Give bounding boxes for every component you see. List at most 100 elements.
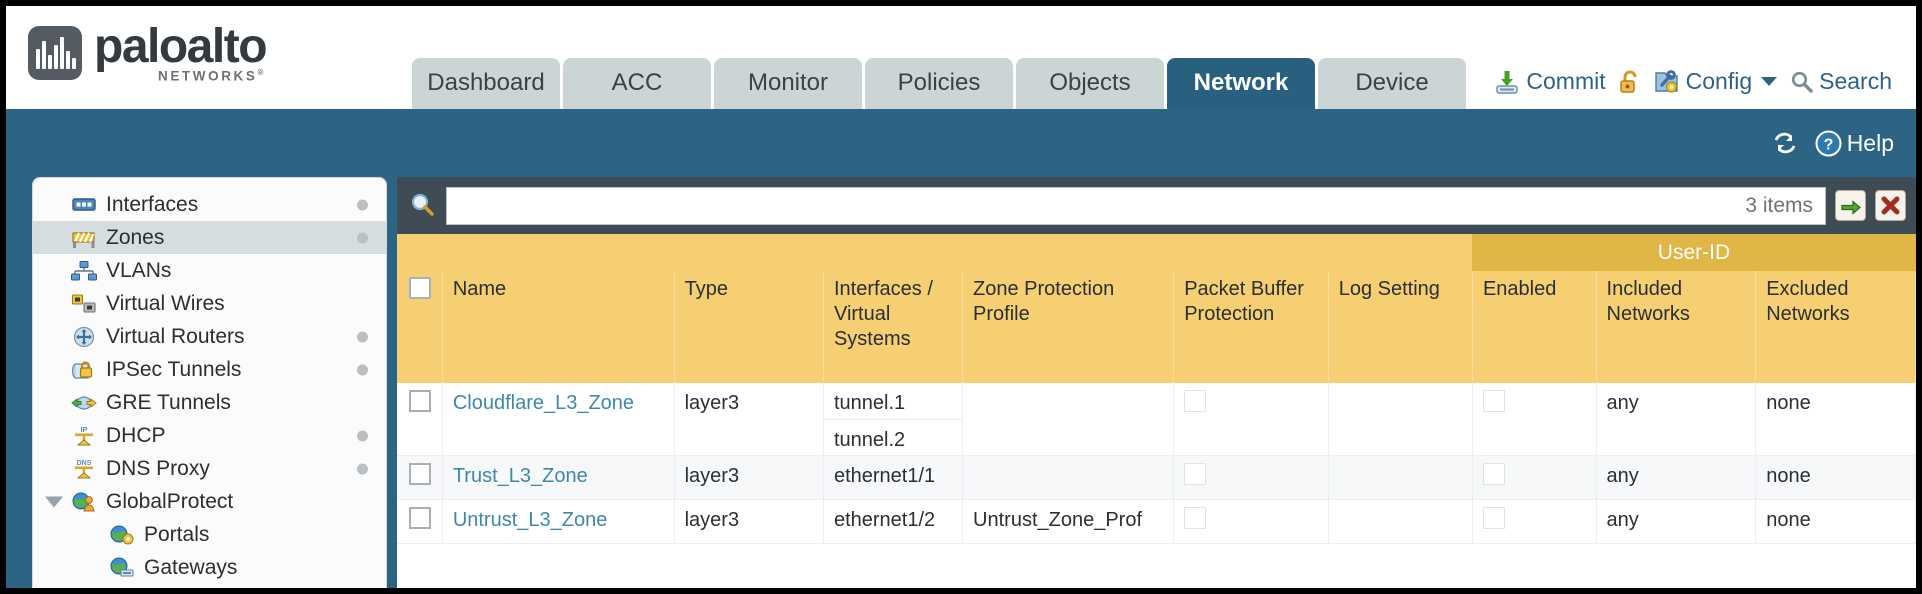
clear-filter-button[interactable] (1875, 190, 1906, 221)
sidebar-item-interfaces[interactable]: Interfaces (33, 188, 386, 221)
sidebar-item-label: Virtual Routers (106, 324, 245, 348)
sidebar-item-ipsec-tunnels[interactable]: IPSec Tunnels (33, 353, 386, 386)
sidebar-item-virtual-routers[interactable]: Virtual Routers (33, 320, 386, 353)
sidebar-item-label: Interfaces (106, 192, 199, 216)
content-panel: 3 items (397, 177, 1916, 588)
search-input[interactable]: 3 items (446, 186, 1826, 225)
tab-device[interactable]: Device (1318, 58, 1466, 109)
zones-icon (71, 227, 97, 249)
cell-included-networks: any (1596, 383, 1757, 456)
sidebar-item-gateways[interactable]: Gateways (33, 551, 386, 584)
col-included-networks[interactable]: Included Networks (1596, 271, 1757, 383)
tab-policies[interactable]: Policies (865, 58, 1013, 109)
col-name[interactable]: Name (442, 271, 675, 383)
config-menu[interactable]: Config (1654, 68, 1778, 95)
table-row[interactable]: Untrust_L3_Zone layer3 ethernet1/2 Untru… (397, 499, 1916, 544)
chevron-down-icon (1761, 77, 1778, 86)
sidebar-item-label: IPSec Tunnels (106, 357, 242, 381)
vlans-icon (71, 260, 97, 282)
sidebar-item-label: DHCP (106, 423, 166, 447)
row-checkbox[interactable] (409, 507, 431, 529)
sidebar-item-gre-tunnels[interactable]: GRE Tunnels (33, 386, 386, 419)
dns-proxy-icon: DNS (71, 458, 97, 480)
group-header-userid: User-ID (1472, 234, 1916, 271)
col-interfaces[interactable]: Interfaces / Virtual Systems (823, 271, 964, 383)
commit-button[interactable]: Commit (1494, 68, 1606, 95)
sidebar-item-vlans[interactable]: VLANs (33, 254, 386, 287)
row-select-cell (397, 499, 443, 544)
table-header-row: Name Type Interfaces / Virtual Systems Z… (397, 271, 1916, 383)
table-row[interactable]: Trust_L3_Zone layer3 ethernet1/1 (397, 455, 1916, 500)
network-sidebar: Interfaces Zones (32, 177, 387, 588)
col-log-setting[interactable]: Log Setting (1328, 271, 1473, 383)
refresh-icon[interactable] (1771, 129, 1799, 157)
col-type[interactable]: Type (674, 271, 824, 383)
col-packet-buffer-protection[interactable]: Packet Buffer Protection (1173, 271, 1329, 383)
row-checkbox[interactable] (409, 463, 431, 485)
sidebar-item-virtual-wires[interactable]: Virtual Wires (33, 287, 386, 320)
search-icon (1790, 70, 1813, 93)
tab-dashboard[interactable]: Dashboard (412, 58, 560, 109)
row-select-cell (397, 455, 443, 500)
tab-objects[interactable]: Objects (1016, 58, 1164, 109)
sidebar-item-zones[interactable]: Zones (33, 221, 386, 254)
col-zone-protection-profile[interactable]: Zone Protection Profile (962, 271, 1175, 383)
tab-monitor[interactable]: Monitor (714, 58, 862, 109)
sidebar-item-label: GlobalProtect (106, 489, 234, 513)
status-dot (357, 232, 368, 243)
sidebar-item-label: VLANs (106, 258, 172, 282)
cell-interfaces: ethernet1/1 (823, 455, 964, 500)
commit-icon (1494, 69, 1520, 95)
cell-interfaces: tunnel.1 tunnel.2 (823, 383, 964, 456)
zone-name-link[interactable]: Cloudflare_L3_Zone (452, 392, 635, 414)
sidebar-item-dhcp[interactable]: IP DHCP (33, 419, 386, 452)
filter-bar: 3 items (397, 177, 1916, 234)
packet-buffer-protection-checkbox[interactable] (1184, 463, 1207, 485)
sidebar-item-globalprotect[interactable]: GlobalProtect (33, 485, 386, 518)
sidebar-item-label: DNS Proxy (106, 456, 210, 480)
zone-name-link[interactable]: Untrust_L3_Zone (452, 509, 608, 531)
cell-excluded-networks: none (1755, 455, 1916, 500)
apply-filter-button[interactable] (1835, 190, 1866, 221)
virtual-wires-icon (71, 293, 97, 315)
status-dot (357, 331, 368, 342)
row-checkbox[interactable] (409, 390, 431, 412)
userid-enabled-checkbox[interactable] (1482, 390, 1505, 412)
status-dot (357, 463, 368, 474)
portals-icon (109, 524, 135, 546)
main-body: Interfaces Zones (6, 177, 1916, 588)
cell-interfaces: ethernet1/2 (823, 499, 964, 544)
zone-name-link[interactable]: Trust_L3_Zone (452, 465, 588, 487)
col-userid-enabled[interactable]: Enabled (1472, 271, 1597, 383)
help-link[interactable]: ? Help (1815, 130, 1894, 157)
cell-name: Trust_L3_Zone (442, 455, 675, 500)
tab-acc[interactable]: ACC (563, 58, 711, 109)
items-count-label: 3 items (1745, 193, 1813, 217)
cell-name: Untrust_L3_Zone (442, 499, 675, 544)
svg-text:DNS: DNS (77, 460, 92, 467)
packet-buffer-protection-checkbox[interactable] (1184, 507, 1207, 529)
top-header: paloalto NETWORKS® Dashboard ACC Monitor… (6, 6, 1916, 109)
cell-name: Cloudflare_L3_Zone (442, 383, 675, 456)
unlock-button[interactable] (1619, 69, 1641, 95)
tab-network[interactable]: Network (1167, 58, 1315, 109)
sidebar-item-dns-proxy[interactable]: DNS DNS Proxy (33, 452, 386, 485)
sidebar-item-portals[interactable]: Portals (33, 518, 386, 551)
help-icon: ? (1815, 130, 1842, 157)
cell-packet-buffer-protection (1173, 499, 1329, 544)
search-filter-icon[interactable] (409, 192, 437, 220)
gre-tunnels-icon (71, 392, 97, 414)
userid-enabled-checkbox[interactable] (1482, 463, 1505, 485)
brand-logo: paloalto NETWORKS® (28, 22, 268, 84)
search-button[interactable]: Search (1790, 68, 1892, 95)
col-excluded-networks[interactable]: Excluded Networks (1755, 271, 1916, 383)
table-group-header-row: User-ID (397, 234, 1916, 271)
select-all-checkbox[interactable] (409, 277, 431, 299)
expander-triangle-icon[interactable] (45, 496, 63, 507)
packet-buffer-protection-checkbox[interactable] (1184, 390, 1207, 412)
userid-enabled-checkbox[interactable] (1482, 507, 1505, 529)
sidebar-item-label: Zones (106, 225, 165, 249)
config-icon (1654, 69, 1680, 95)
status-dot (357, 430, 368, 441)
